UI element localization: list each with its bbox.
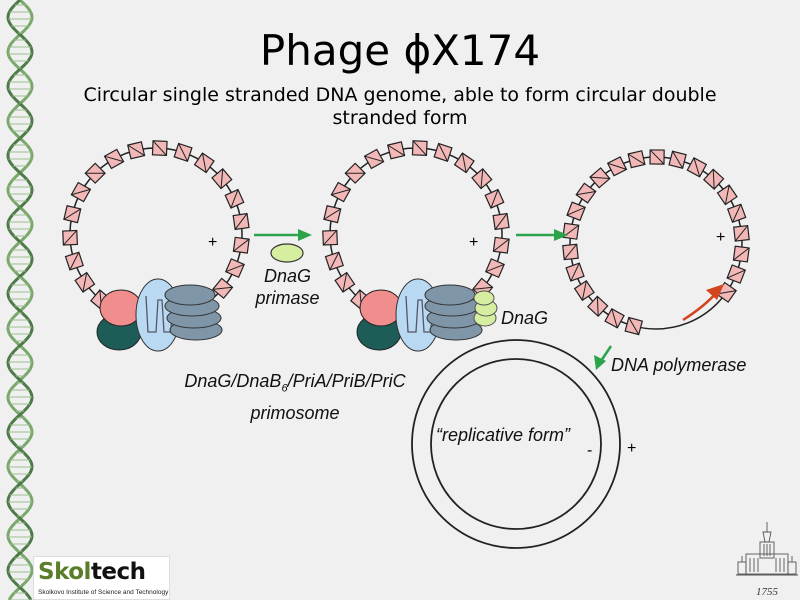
arrow-3-green — [594, 346, 611, 370]
genome-segment-box — [434, 144, 452, 162]
corner-year: 1755 — [756, 586, 778, 598]
genome-segment-box — [566, 263, 584, 281]
genome-segment-box — [485, 190, 504, 209]
arrow-1-green — [254, 229, 312, 241]
genome-segment-box — [687, 158, 706, 177]
plus-strand-label-2: + — [469, 234, 478, 252]
genome-segment-box — [727, 265, 745, 283]
genome-segment-box — [628, 151, 645, 168]
genome-segment-box — [324, 206, 341, 223]
university-building-icon — [736, 520, 798, 580]
genome-segment-box — [63, 230, 78, 245]
genome-segment-box — [734, 226, 749, 241]
genome-segment-box — [576, 183, 596, 203]
primosome-label-line1: DnaG/DnaB6/PriA/PriB/PriC — [150, 369, 440, 401]
genome-segment-box — [718, 185, 737, 204]
dnag-label: DnaG — [501, 308, 548, 329]
genome-segment-box — [128, 142, 145, 159]
slide-title: Phage ϕX174 — [0, 26, 800, 75]
dna-polymerase-label: DNA polymerase — [611, 355, 746, 376]
primosome-label-line2: primosome — [150, 401, 440, 425]
genome-segment-box — [388, 142, 405, 159]
genome-segment-box — [455, 153, 474, 172]
genome-segment-box — [625, 317, 642, 334]
plus-strand-label-rf: + — [627, 440, 636, 458]
minus-strand-label-rf: - — [587, 442, 592, 460]
genome-segment-box — [563, 223, 579, 239]
skoltech-logo: Skoltech Skolkovo Institute of Science a… — [33, 556, 170, 600]
genome-segment-box — [563, 244, 578, 259]
dnag-primase-label: DnaG primase — [240, 265, 335, 309]
genome-segment-box — [225, 190, 244, 209]
arrow-2-green — [516, 229, 568, 241]
genome-segment-box — [174, 144, 192, 162]
genome-segment-box — [105, 149, 124, 168]
genome-segment-box — [233, 237, 249, 253]
genome-segment-box — [486, 259, 504, 277]
genome-segment-box — [335, 273, 354, 292]
slide-subtitle: Circular single stranded DNA genome, abl… — [40, 84, 760, 130]
genome-segment-box — [493, 214, 509, 230]
skoltech-logo-text: Skoltech — [38, 559, 146, 585]
primosome-components-prefix: DnaG/DnaB — [184, 371, 281, 391]
skoltech-logo-subtitle: Skolkovo Institute of Science and Techno… — [38, 589, 168, 596]
genome-segment-box — [733, 246, 749, 262]
genome-segment-box — [66, 252, 84, 270]
dnag-primase-label-line1: DnaG — [240, 265, 335, 287]
genome-segment-box — [608, 157, 627, 176]
genome-segment-box — [575, 281, 594, 300]
replicative-form-label: “replicative form” — [436, 425, 570, 446]
genome-segment-box — [323, 230, 338, 245]
primosome-components-suffix: /PriA/PriB/PriC — [288, 371, 406, 391]
plus-strand-label-3: + — [716, 229, 725, 247]
genome-segment-box — [728, 204, 746, 222]
plus-strand-label-1: + — [208, 234, 217, 252]
genome-segment-box — [152, 141, 167, 156]
primosome-label: DnaG/DnaB6/PriA/PriB/PriC primosome — [150, 369, 440, 425]
genome-segment-box — [493, 237, 509, 253]
genome-segment-box — [365, 149, 384, 168]
genome-segment-box — [75, 273, 94, 292]
genome-segment-box — [233, 214, 249, 230]
genome-segment-box — [650, 150, 664, 164]
logo-part-2: tech — [91, 559, 146, 585]
genome-segment-box — [331, 183, 350, 202]
genome-segment-box — [64, 206, 81, 223]
dnag-primase-label-line2: primase — [240, 287, 335, 309]
genome-segment-box — [567, 202, 585, 220]
primosome-complex-1 — [97, 279, 222, 351]
genome-segment-box — [71, 183, 90, 202]
logo-part-1: Skol — [38, 559, 91, 585]
genome-segment-box — [195, 153, 214, 172]
genome-segment-box — [669, 151, 686, 168]
genome-segment-box — [605, 309, 624, 328]
genome-segment-box — [412, 141, 427, 156]
dnag-primase-blob — [271, 244, 303, 262]
